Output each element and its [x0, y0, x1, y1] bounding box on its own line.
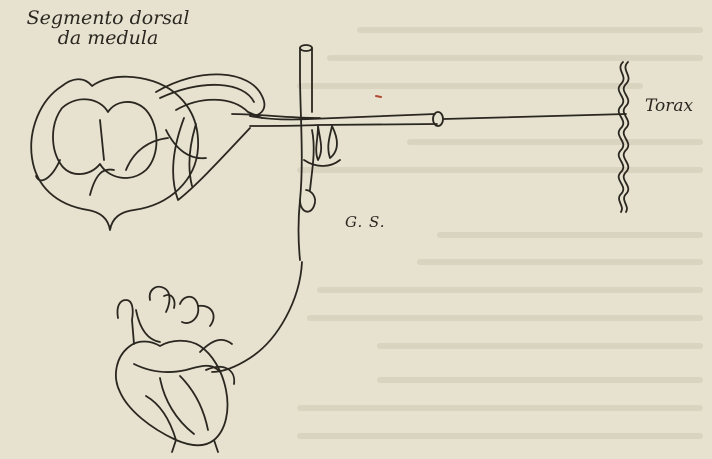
spinal-segment-label: Segmento dorsal da medula	[8, 9, 208, 49]
heart-illustration	[116, 287, 234, 452]
cardiac-nerve	[212, 262, 302, 372]
nerve-roots	[156, 74, 264, 200]
sympathetic-chain	[299, 45, 341, 260]
spinal-segment-label-line1: Segmento dorsal	[8, 9, 208, 29]
spinal-nerve-trunk	[232, 112, 626, 126]
ink-spot	[376, 96, 381, 97]
thorax-label: Torax	[645, 98, 693, 116]
thorax-wall	[619, 62, 629, 212]
spinal-segment-label-line2: da medula	[8, 29, 208, 49]
ganglion-label: G. S.	[345, 215, 386, 231]
spinal-cord-section	[31, 77, 198, 230]
